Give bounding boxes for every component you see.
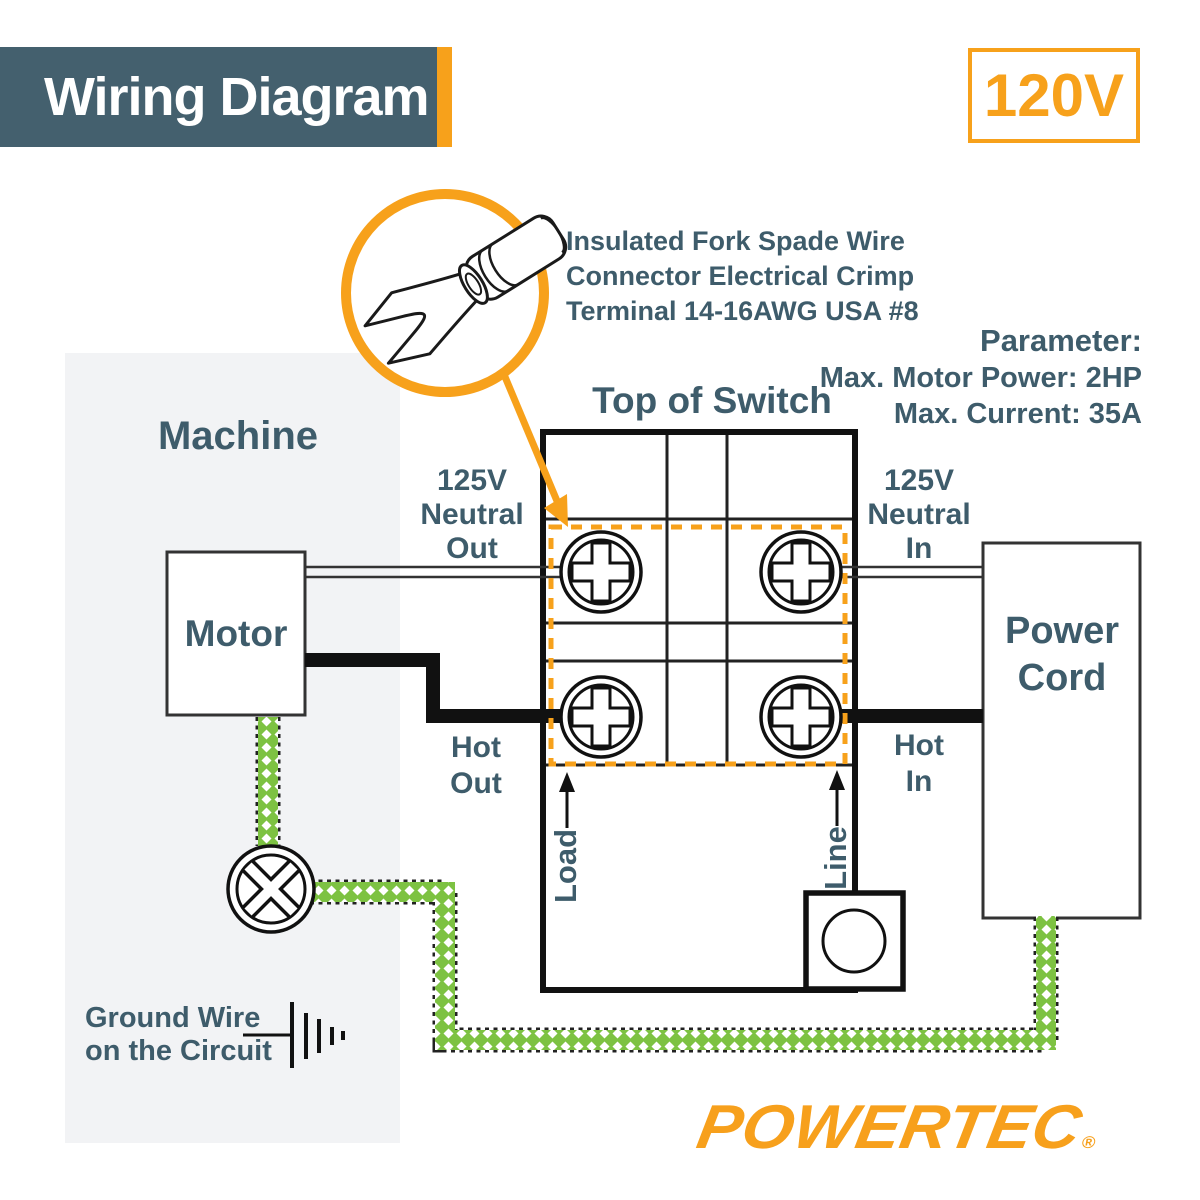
powertec-logo-text: POWERTEC [692,1093,1087,1162]
neutral-wire-in [836,565,983,579]
screw-terminal-neutral-out [559,530,643,614]
line-arrow [829,770,845,826]
screw-terminals [559,530,843,759]
voltage-badge-text: 120V [983,62,1125,129]
load-label: Load [548,828,583,904]
screw-terminal-hot-in [759,675,843,759]
registered-mark: ® [1080,1133,1098,1152]
load-arrow [559,772,575,828]
powertec-logo: POWERTEC® [692,1092,1104,1163]
earth-ground-symbol [243,1002,345,1068]
connector-note-line3: Terminal 14-16AWG USA #8 [566,296,919,326]
connector-note: Insulated Fork Spade Wire Connector Elec… [566,224,919,329]
power-cord-label: Power Cord [1004,610,1120,699]
hot-in-label: Hot In [894,729,944,798]
title-bar: Wiring Diagram [0,47,437,147]
screw-terminal-hot-out [559,675,643,759]
connector-note-line2: Connector Electrical Crimp [566,261,915,291]
parameter-max-power: Max. Motor Power: 2HP [819,362,1142,394]
ground-connection-symbol [226,844,316,934]
ground-wire-note: Ground Wire on the Circuit [85,1002,272,1067]
top-of-switch-label: Top of Switch [592,380,832,421]
title-accent-stripe [437,47,452,147]
fork-spade-connector-icon [363,214,568,365]
machine-label: Machine [157,414,319,458]
hot-wire-out [305,653,566,723]
voltage-badge: 120V [968,48,1140,143]
motor-box [165,550,307,717]
neutral-in-label: 125V Neutral In [867,464,971,565]
parameter-max-current: Max. Current: 35A [893,398,1142,430]
ground-wire [255,717,1059,1053]
switch-button-box [803,890,906,992]
power-cord-box [981,541,1142,920]
terminal-zone-dashed-box [548,524,848,767]
neutral-wire-out [305,565,566,579]
hot-out-label: Hot Out [450,731,502,800]
line-label: Line [818,826,853,890]
parameters-block: Parameter: Max. Motor Power: 2HP Max. Cu… [820,322,1142,432]
machine-panel [65,353,400,1143]
screw-terminal-neutral-in [759,530,843,614]
connector-note-line1: Insulated Fork Spade Wire [566,226,905,256]
motor-label: Motor [184,612,288,654]
switch-button-circle [821,908,887,974]
neutral-out-label: 125V Neutral Out [420,464,524,565]
connector-callout [341,189,568,397]
callout-leader-arrow [499,370,568,527]
parameters-heading: Parameter: [980,323,1142,358]
page-title: Wiring Diagram [44,67,430,127]
